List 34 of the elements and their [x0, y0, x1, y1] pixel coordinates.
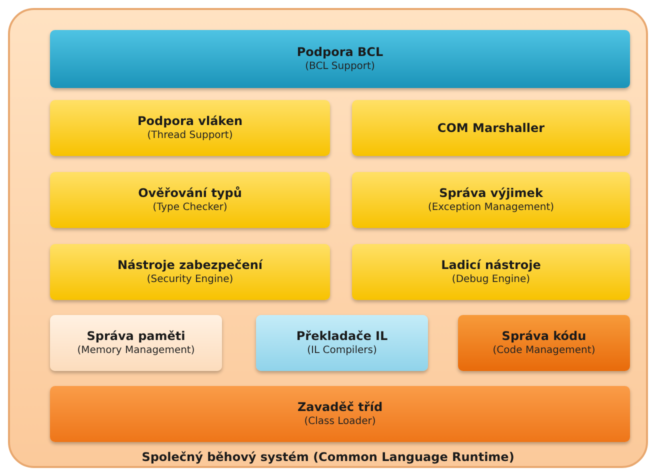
component-subtitle: (Memory Management) [77, 344, 195, 357]
component-subtitle: (Class Loader) [304, 414, 376, 428]
runtime-container [8, 8, 648, 468]
container-title: Společný běhový systém (Common Language Runtime) [142, 450, 514, 464]
component-subtitle: (Debug Engine) [452, 272, 530, 286]
component-box [50, 30, 630, 88]
component-subtitle: (Exception Management) [428, 200, 554, 214]
component-box [352, 172, 630, 228]
component-subtitle: (IL Compilers) [307, 344, 377, 357]
component-box [458, 315, 630, 371]
component-subtitle: (Code Management) [492, 344, 596, 357]
component-subtitle: (Type Checker) [152, 200, 228, 214]
component-name: Překladače IL [296, 329, 388, 344]
component-box [352, 100, 630, 156]
component-name: Správa výjimek [439, 186, 543, 201]
component-name: Zavaděč tříd [297, 400, 383, 415]
component-subtitle: (Thread Support) [147, 128, 233, 142]
component-box [50, 172, 330, 228]
component-subtitle: (BCL Support) [305, 60, 375, 73]
component-name: Podpora BCL [296, 45, 384, 60]
component-box [50, 244, 330, 300]
component-name: Správa paměti [86, 329, 186, 344]
component-subtitle: (Security Engine) [146, 272, 234, 286]
component-name: Podpora vláken [137, 114, 243, 129]
component-box [50, 315, 222, 371]
component-name: COM Marshaller [437, 120, 545, 136]
component-name: Správa kódu [502, 329, 586, 344]
component-box [50, 100, 330, 156]
component-box [352, 244, 630, 300]
component-name: Ladicí nástroje [441, 258, 541, 273]
component-box [256, 315, 428, 371]
component-name: Ověřování typů [138, 186, 242, 201]
component-box [50, 386, 630, 442]
component-name: Nástroje zabezpečení [117, 258, 263, 273]
